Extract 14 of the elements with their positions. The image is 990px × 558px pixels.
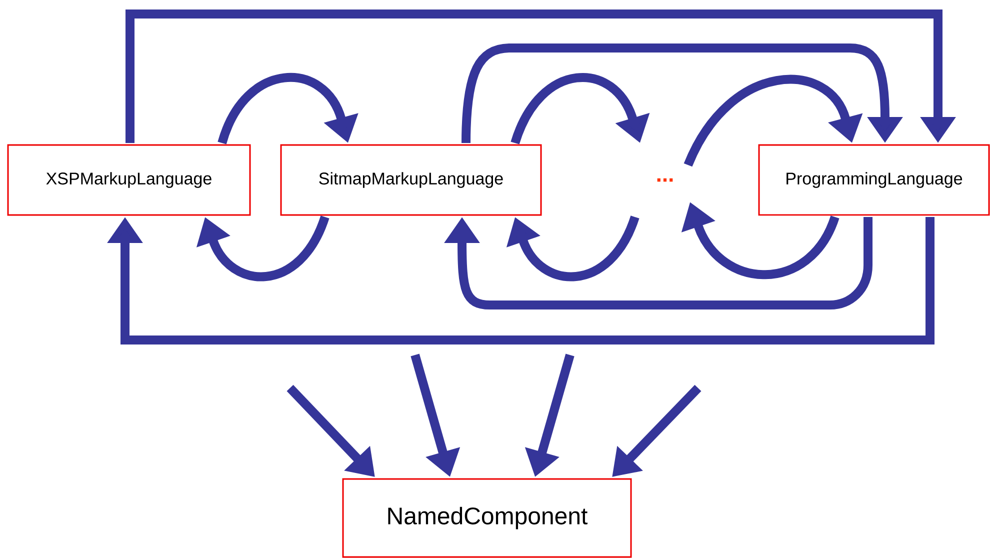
class-box: ProgrammingLanguage [758, 144, 990, 216]
arrow [444, 217, 872, 310]
ellipsis-text: ... [657, 178, 673, 182]
arrow [126, 10, 956, 143]
arrow [218, 73, 358, 145]
arrow [107, 217, 934, 344]
arrow [684, 74, 863, 167]
arrow [462, 44, 903, 144]
class-box: SitmapMarkupLanguage [280, 144, 542, 216]
class-box: XSPMarkupLanguage [7, 144, 251, 216]
class-box: NamedComponent [342, 478, 632, 558]
arrow [196, 215, 330, 281]
arrow [510, 73, 650, 145]
arrow [506, 215, 640, 281]
